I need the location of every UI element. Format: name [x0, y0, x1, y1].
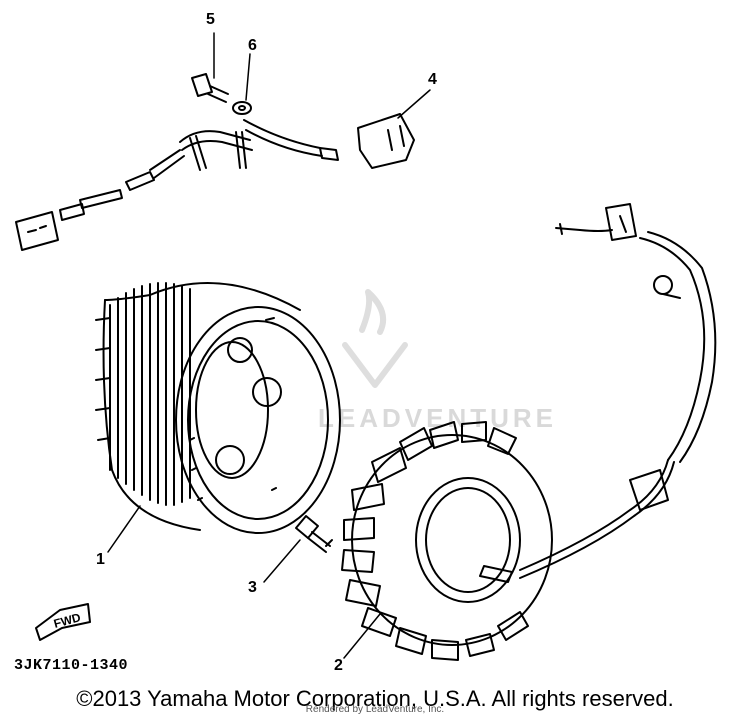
watermark-logo [342, 289, 408, 388]
washer [232, 101, 252, 115]
callout-5: 5 [206, 11, 215, 28]
callout-4: 4 [428, 71, 437, 88]
fwd-arrow-icon [35, 603, 91, 641]
stator-bolt [295, 515, 333, 553]
fwd-label: FWD [52, 610, 82, 631]
leader-lines [107, 32, 431, 659]
copyright-notice: ©2013 Yamaha Motor Corporation, U.S.A. A… [76, 686, 674, 711]
screw [191, 73, 229, 103]
callout-2: 2 [334, 657, 343, 674]
stator [341, 421, 675, 661]
rotor-flywheel [95, 282, 341, 534]
callout-3: 3 [248, 579, 257, 596]
stator-harness [555, 203, 717, 511]
rendered-by-notice: Rendered by LeadVenture, Inc. [305, 704, 445, 715]
callout-1: 1 [96, 551, 105, 568]
callout-6: 6 [248, 37, 257, 54]
pickup-coil [15, 113, 415, 251]
diagram-code: 3JK7110-1340 [14, 657, 129, 674]
